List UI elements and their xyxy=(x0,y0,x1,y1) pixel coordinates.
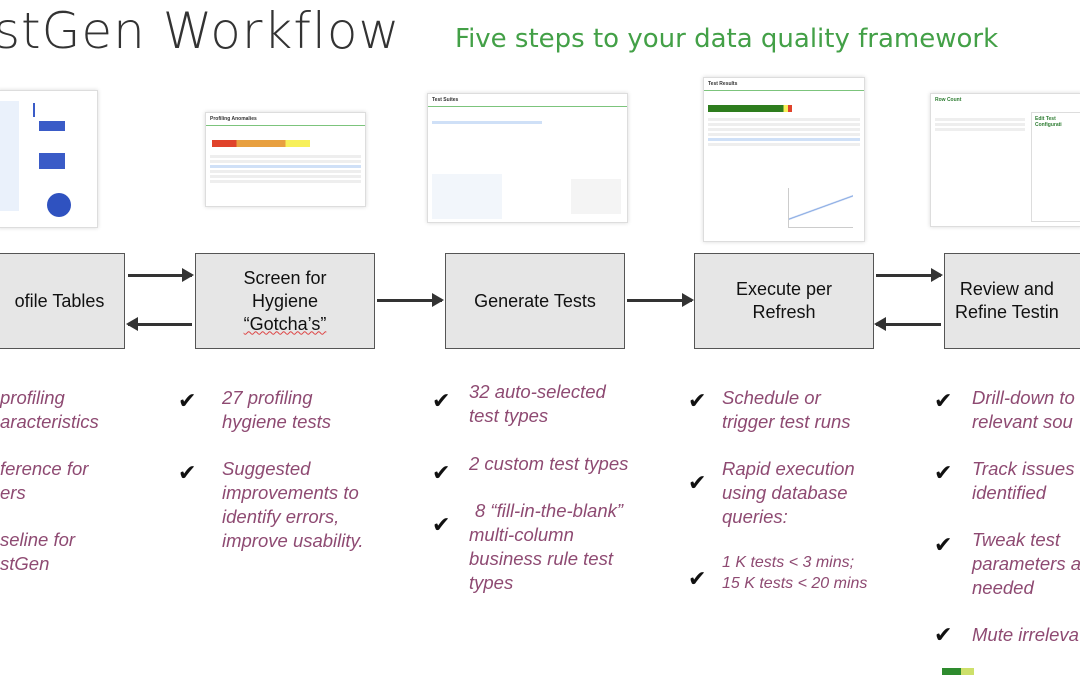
checkmark-icon: ✔ xyxy=(432,388,451,413)
arrow-right-icon xyxy=(876,268,943,282)
checkmark-icon: ✔ xyxy=(432,460,451,485)
bullet-text: 1 K tests < 3 mins;15 K tests < 20 mins xyxy=(722,554,868,592)
page-subtitle: Five steps to your data quality framewor… xyxy=(455,24,999,54)
arrow-right-icon xyxy=(128,268,194,282)
checkmark-icon: ✔ xyxy=(178,460,197,485)
checkmark-icon: ✔ xyxy=(688,388,707,413)
step-generate-tests[interactable]: Generate Tests xyxy=(445,253,625,349)
checkmark-icon: ✔ xyxy=(432,512,451,537)
profile-thumbnail xyxy=(0,90,98,228)
arrow-left-icon xyxy=(126,317,192,331)
checkmark-icon: ✔ xyxy=(934,532,953,557)
edit-test-configuration-thumbnail: Row Count Edit Test Configurati xyxy=(930,93,1080,227)
test-results-thumbnail: Test Results xyxy=(703,77,865,242)
bullet-text: 2 custom test types xyxy=(469,453,629,474)
checkmark-icon: ✔ xyxy=(688,470,707,495)
arrow-left-icon xyxy=(874,317,941,331)
bullet-text: Mute irreleva xyxy=(972,624,1079,645)
test-suites-thumbnail: Test Suites xyxy=(427,93,628,223)
arrow-right-icon xyxy=(627,293,694,307)
page-title: stGen Workflow xyxy=(0,2,401,60)
checkmark-icon: ✔ xyxy=(934,388,953,413)
checkmark-icon: ✔ xyxy=(178,388,197,413)
arrow-right-icon xyxy=(377,293,444,307)
checkmark-icon: ✔ xyxy=(934,460,953,485)
checkmark-icon: ✔ xyxy=(688,566,707,591)
profiling-anomalies-thumbnail: Profiling Anomalies xyxy=(205,112,366,207)
checkmark-icon: ✔ xyxy=(934,622,953,647)
step-profile-tables[interactable]: ofile Tables xyxy=(0,253,125,349)
logo-icon xyxy=(942,668,974,675)
